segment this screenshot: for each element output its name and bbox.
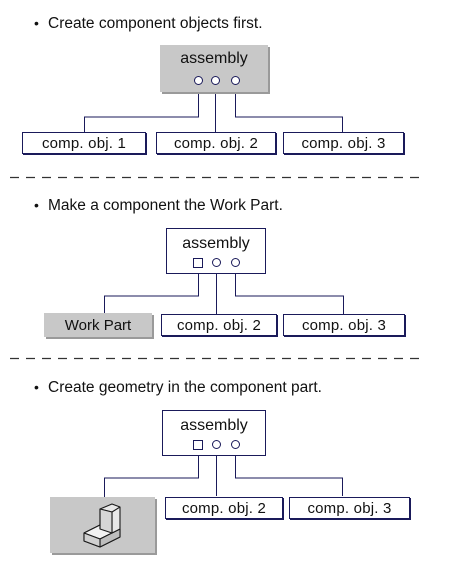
work-part-port-square: [193, 440, 203, 450]
comp-obj-3-box: comp. obj. 3: [289, 497, 410, 519]
connector-1-1: [84, 86, 199, 132]
connector-2-3: [235, 270, 344, 314]
comp-obj-1-box: comp. obj. 1: [22, 132, 146, 154]
step-1-instruction: • Create component objects first.: [34, 14, 263, 33]
comp-obj-3-box: comp. obj. 3: [283, 314, 405, 336]
connector-3-1: [104, 451, 199, 497]
port-circle: [212, 440, 221, 449]
port-circle: [231, 76, 240, 85]
assembly-node-3: assembly: [162, 410, 266, 456]
solid-geometry-icon: [83, 503, 121, 548]
port-circle: [231, 258, 240, 267]
assembly-node-1: assembly: [160, 45, 268, 92]
assembly-label: assembly: [180, 50, 248, 67]
work-part-port-square: [193, 258, 203, 268]
work-part-geometry-box: [50, 497, 155, 553]
assembly-node-2: assembly: [166, 228, 266, 274]
port-circle: [212, 258, 221, 267]
step-3-text: Create geometry in the component part.: [48, 379, 322, 396]
port-circle: [194, 76, 203, 85]
connector-1-3: [235, 86, 343, 132]
step-1-text: Create component objects first.: [48, 15, 263, 32]
step-2-instruction: • Make a component the Work Part.: [34, 196, 283, 215]
bullet-dot: •: [34, 197, 39, 213]
connector-2-1: [104, 270, 199, 314]
comp-obj-3-box: comp. obj. 3: [283, 132, 404, 154]
assembly-label: assembly: [180, 417, 248, 434]
comp-obj-2-box: comp. obj. 2: [161, 314, 277, 336]
connector-3-3: [235, 451, 343, 496]
comp-obj-2-box: comp. obj. 2: [156, 132, 276, 154]
bullet-dot: •: [34, 379, 39, 395]
step-3-instruction: • Create geometry in the component part.: [34, 378, 322, 397]
port-circle: [231, 440, 240, 449]
work-part-box: Work Part: [44, 313, 152, 337]
port-circle: [211, 76, 220, 85]
step-2-text: Make a component the Work Part.: [48, 197, 283, 214]
comp-obj-2-box: comp. obj. 2: [165, 497, 283, 519]
bullet-dot: •: [34, 15, 39, 31]
assembly-label: assembly: [182, 235, 250, 252]
